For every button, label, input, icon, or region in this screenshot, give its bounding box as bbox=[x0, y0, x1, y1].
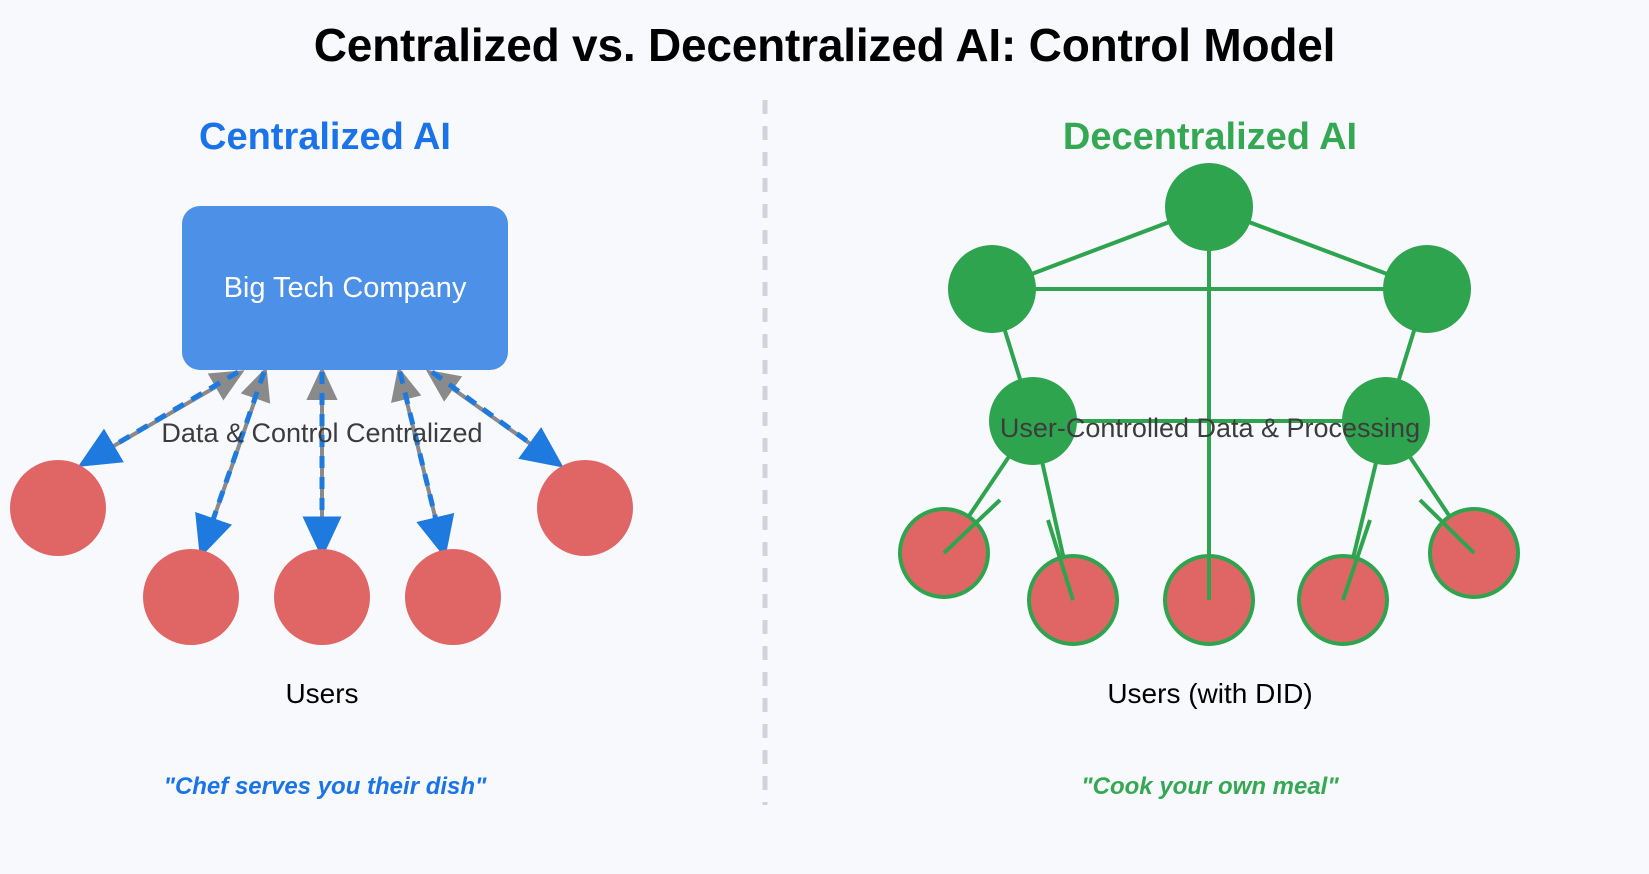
peer-node-lower-right[interactable] bbox=[1342, 377, 1430, 465]
data-arrow-down-5 bbox=[430, 369, 564, 468]
decentralized-panel-heading: Decentralized AI bbox=[1062, 116, 1358, 158]
centralized-panel-heading: Centralized AI bbox=[199, 116, 451, 158]
page-title: Centralized vs. Decentralized AI: Contro… bbox=[313, 19, 1336, 71]
data-arrow-down-2 bbox=[195, 371, 267, 558]
centralized-caption: "Chef serves you their dish" bbox=[163, 773, 487, 800]
decentralized-users-label: Users (with DID) bbox=[1107, 678, 1313, 709]
user-edge-overlay-1 bbox=[942, 498, 1002, 555]
data-arrow-down-4 bbox=[397, 371, 455, 559]
peer-node-lower-left[interactable] bbox=[989, 377, 1077, 465]
user-node[interactable] bbox=[405, 549, 501, 645]
decentralized-caption: "Cook your own meal" bbox=[1081, 773, 1339, 800]
centralized-user-nodes bbox=[10, 460, 633, 645]
centralized-users-label: Users bbox=[285, 678, 359, 709]
user-edge-overlay-5 bbox=[1418, 498, 1476, 555]
user-node[interactable] bbox=[10, 460, 106, 556]
data-arrow-down-1 bbox=[77, 369, 240, 467]
peer-node-top[interactable] bbox=[1165, 163, 1253, 251]
big-tech-company-box[interactable] bbox=[182, 206, 508, 370]
user-node[interactable] bbox=[274, 549, 370, 645]
peer-node-upper-left[interactable] bbox=[948, 245, 1036, 333]
centralized-data-arrows-down bbox=[77, 369, 564, 559]
user-node[interactable] bbox=[537, 460, 633, 556]
user-edge-overlay-2 bbox=[1046, 519, 1075, 601]
centralized-flow-label: Data & Control Centralized bbox=[161, 418, 483, 448]
decentralized-peer-nodes bbox=[948, 163, 1471, 465]
user-node[interactable] bbox=[143, 549, 239, 645]
peer-node-upper-right[interactable] bbox=[1383, 245, 1471, 333]
decentralized-user-edge-overlays bbox=[942, 498, 1476, 601]
user-edge-overlay-4 bbox=[1341, 519, 1372, 601]
decentralized-flow-label: User-Controlled Data & Processing bbox=[999, 413, 1421, 443]
